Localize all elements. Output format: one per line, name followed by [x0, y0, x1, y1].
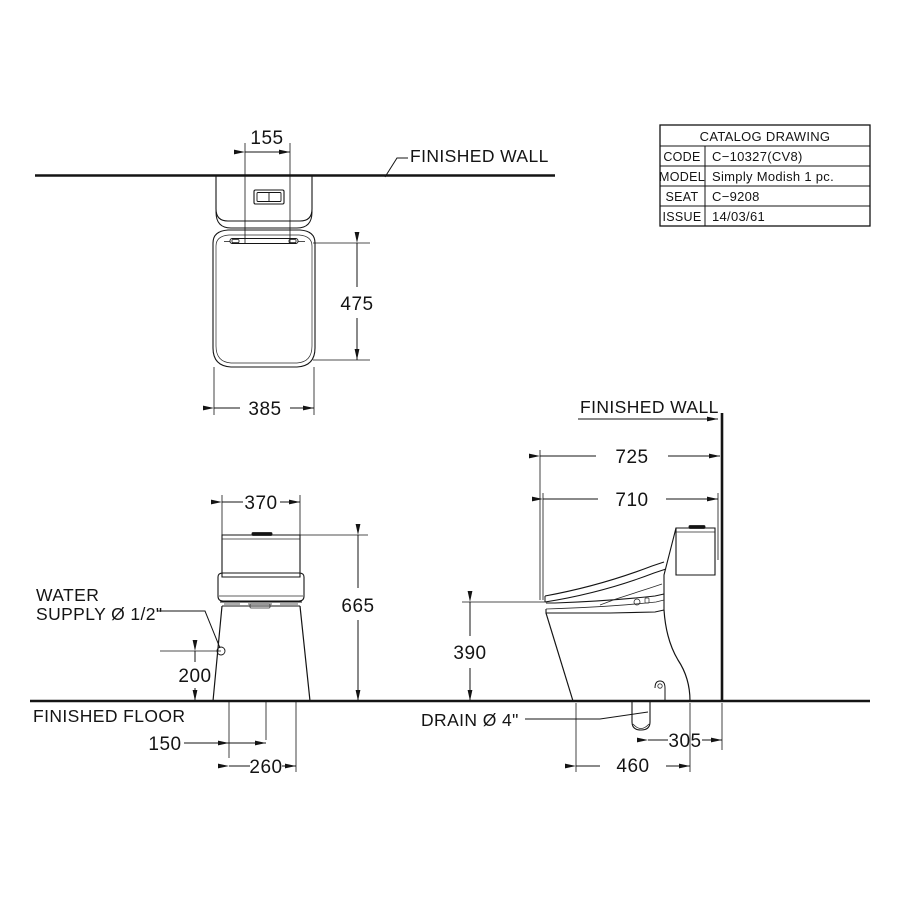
- front-view-seat-band: [217, 572, 305, 602]
- side-view-bowl-rim: [545, 609, 665, 614]
- dim-label-305: 305: [668, 731, 701, 752]
- top-view-hinge-left: [231, 239, 240, 244]
- flush-plate-outline[interactable]: [253, 189, 285, 205]
- label-finished-wall-side: FINISHED WALL: [580, 397, 719, 417]
- side-view-pedestal-front: [545, 612, 574, 702]
- drain-outlet-bottom-curve: [632, 723, 650, 729]
- water-supply-leader: [158, 610, 221, 649]
- top-view-tank-outline: [215, 175, 313, 222]
- dim-label-725: 725: [615, 447, 648, 468]
- title-block-border: [659, 124, 871, 227]
- side-view-lid-top: [544, 561, 665, 597]
- side-view-flush-button[interactable]: [688, 525, 706, 529]
- drain-leader: [525, 711, 649, 720]
- dim-label-390: 390: [453, 643, 486, 664]
- side-view-tank-front-face: [663, 527, 677, 610]
- dim-label-155: 155: [250, 128, 283, 149]
- top-view-hinge-right: [288, 239, 297, 244]
- side-view-lid-bottom: [544, 568, 667, 603]
- side-view-hinge-bracket: [644, 597, 650, 604]
- dim-label-200: 200: [178, 666, 211, 687]
- top-view: [35, 143, 555, 415]
- side-view-hinge-bolt: [633, 598, 641, 606]
- side-view: [462, 413, 724, 772]
- label-finished-floor: FINISHED FLOOR: [33, 706, 185, 726]
- dim-label-665: 665: [341, 596, 374, 617]
- title-block-frame: [659, 124, 871, 227]
- title-block-label-issue: ISSUE: [662, 210, 701, 224]
- drain-outlet-pipe: [631, 701, 651, 731]
- title-block-value-issue: 14/03/61: [712, 209, 765, 224]
- front-view-tank-outline: [221, 534, 301, 578]
- label-finished-wall-top: FINISHED WALL: [410, 146, 549, 166]
- side-view-seat-top: [546, 593, 665, 604]
- top-view-seat-hinge-bar: [229, 238, 299, 244]
- title-block-label-code: CODE: [663, 150, 700, 164]
- dim-label-370: 370: [244, 493, 277, 514]
- top-view-bowl-inner-edge: [215, 234, 313, 364]
- dim-label-710: 710: [615, 490, 648, 511]
- label-water-supply-line1: WATER: [36, 585, 99, 605]
- side-view-body-rear: [663, 609, 691, 702]
- title-block-heading: CATALOG DRAWING: [700, 129, 831, 144]
- top-view-bowl-outline: [212, 229, 316, 368]
- drain-boss-outline: [654, 680, 666, 701]
- side-view-seat-bottom: [545, 599, 665, 610]
- drain-boss-hole: [657, 683, 663, 689]
- dim-label-150: 150: [148, 734, 181, 755]
- dim-label-260: 260: [249, 757, 282, 778]
- title-block-label-model: MODEL: [659, 170, 705, 184]
- side-view-hinge-detail: [599, 583, 663, 606]
- label-drain: DRAIN Ø 4": [421, 710, 519, 730]
- top-view-wall-leader: [384, 157, 408, 178]
- front-view-flush-button[interactable]: [251, 532, 273, 536]
- dim-label-385: 385: [248, 399, 281, 420]
- title-block-label-seat: SEAT: [666, 190, 699, 204]
- dim-label-460: 460: [616, 756, 649, 777]
- front-view: [30, 495, 870, 772]
- side-view-tank-outline: [675, 527, 716, 576]
- title-block-value-code: C−10327(CV8): [712, 149, 803, 164]
- top-view-tank-shoulder: [215, 205, 313, 229]
- dim-label-475: 475: [340, 294, 373, 315]
- front-view-pedestal-sides: [212, 605, 311, 702]
- label-water-supply-line2: SUPPLY Ø 1/2": [36, 604, 163, 624]
- title-block-value-seat: C−9208: [712, 189, 760, 204]
- title-block-value-model: Simply Modish 1 pc.: [712, 169, 834, 184]
